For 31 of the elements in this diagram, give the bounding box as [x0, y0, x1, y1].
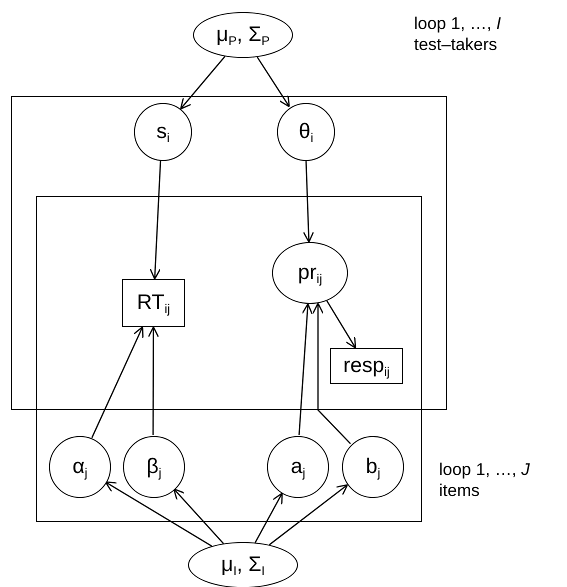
variable-label: a$_{j}$	[290, 454, 306, 480]
observed-variable-box	[122, 279, 185, 327]
arrow	[268, 484, 348, 546]
variable-label: s$_{i}$	[156, 120, 170, 144]
variable-ellipse	[123, 436, 185, 498]
variable-label: μ$_{P}$, Σ$_{P}$	[216, 22, 270, 48]
plate-label: loop 1, …, J	[439, 459, 530, 480]
arrow	[180, 56, 226, 110]
arrow	[312, 302, 351, 444]
arrow	[326, 300, 356, 349]
variable-label: β$_{j}$	[146, 454, 162, 480]
observed-variable-box	[330, 348, 403, 384]
arrow	[256, 56, 290, 108]
variable-label: θ$_{i}$	[298, 120, 314, 144]
plate-label: test–takers	[414, 34, 498, 55]
arrow	[173, 488, 224, 544]
arrow	[148, 326, 160, 435]
variable-label: pr$_{ij}$	[298, 260, 322, 286]
arrow	[254, 492, 283, 543]
variable-label: RT$_{ij}$	[136, 290, 170, 316]
variable-label: resp$_{ij}$	[343, 354, 390, 378]
arrow	[104, 481, 212, 547]
plate-label: loop 1, …, I	[414, 13, 501, 34]
variable-label: b$_{j}$	[366, 454, 380, 480]
arrow	[150, 160, 162, 280]
arrow	[302, 160, 314, 243]
arrow	[298, 303, 313, 436]
arrow	[91, 326, 144, 438]
variable-label: μ$_{I}$, Σ$_{I}$	[221, 552, 265, 578]
plate-label: items	[439, 480, 481, 501]
variable-label: α$_{j}$	[72, 454, 88, 480]
